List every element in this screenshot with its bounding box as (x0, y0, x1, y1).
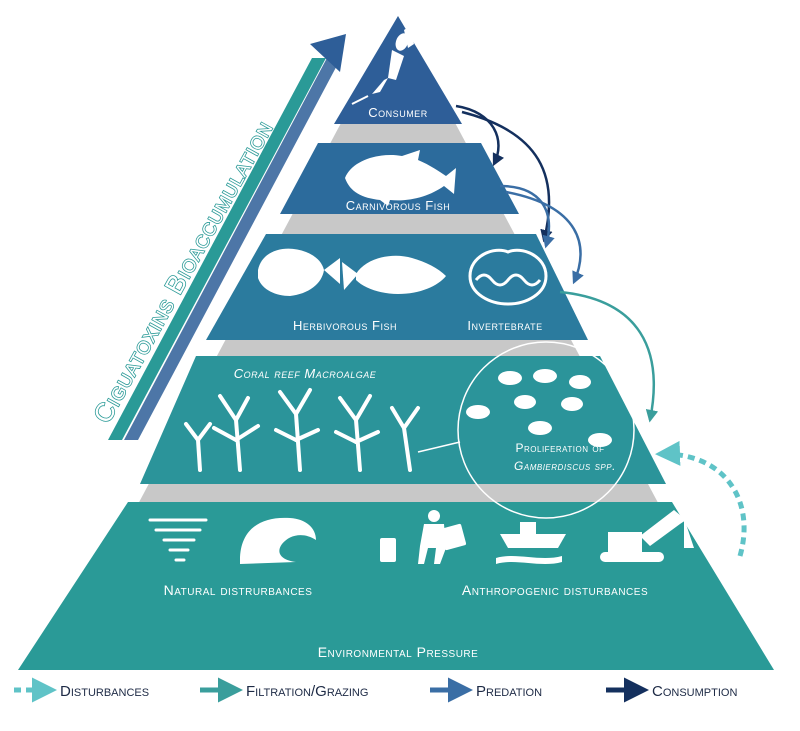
label-invertebrate: Invertebrate (467, 318, 542, 333)
label-coral-reef-macroalgae: Coral reef Macroalgae (234, 366, 377, 381)
arrow-consumption (455, 104, 505, 167)
surgeonfish-icon (258, 248, 340, 296)
label-natural-disturbances: Natural distrurbances (164, 582, 313, 598)
diver-icon (351, 26, 414, 105)
ship-icon (496, 522, 566, 564)
label-carnivorous-fish: Carnivorous Fish (346, 198, 450, 213)
arrow-filtration-grazing (559, 290, 659, 423)
label-proliferation-line1: Proliferation of (516, 441, 605, 455)
bioaccumulation-arrow (108, 34, 346, 440)
tier-primary-producers (140, 356, 666, 484)
arrow-predation-long (505, 190, 584, 285)
worker-carrying-bag-icon (380, 510, 467, 564)
legend-filtration: Filtration/Grazing (246, 683, 368, 700)
arrow-disturbances (655, 440, 747, 557)
label-environmental-pressure: Environmental Pressure (318, 644, 479, 660)
legend: Disturbances Filtration/Grazing Predatio… (14, 677, 737, 703)
tornado-icon (148, 518, 208, 562)
legend-consumption: Consumption (652, 683, 737, 700)
grouper-fish-icon (345, 150, 456, 206)
gambierdiscus-cell-icon (466, 369, 612, 447)
giant-clam-icon (468, 248, 548, 306)
label-proliferation-line2: Gambierdiscus spp. (514, 459, 616, 473)
wave-icon (240, 517, 316, 564)
zoom-connector (417, 441, 461, 453)
parrotfish-icon (342, 255, 446, 294)
coral-branch-icon (184, 388, 420, 472)
excavator-icon (600, 510, 694, 562)
legend-disturbances: Disturbances (60, 683, 149, 700)
label-herbivorous-fish: Herbivorous Fish (293, 318, 397, 333)
label-anthropogenic-disturbances: Anthropogenic disturbances (462, 582, 648, 598)
microalgae-zoom-circle (457, 341, 635, 519)
legend-predation: Predation (476, 683, 542, 700)
tier-environmental-pressure (18, 502, 774, 670)
label-consumer: Consumer (368, 105, 427, 120)
